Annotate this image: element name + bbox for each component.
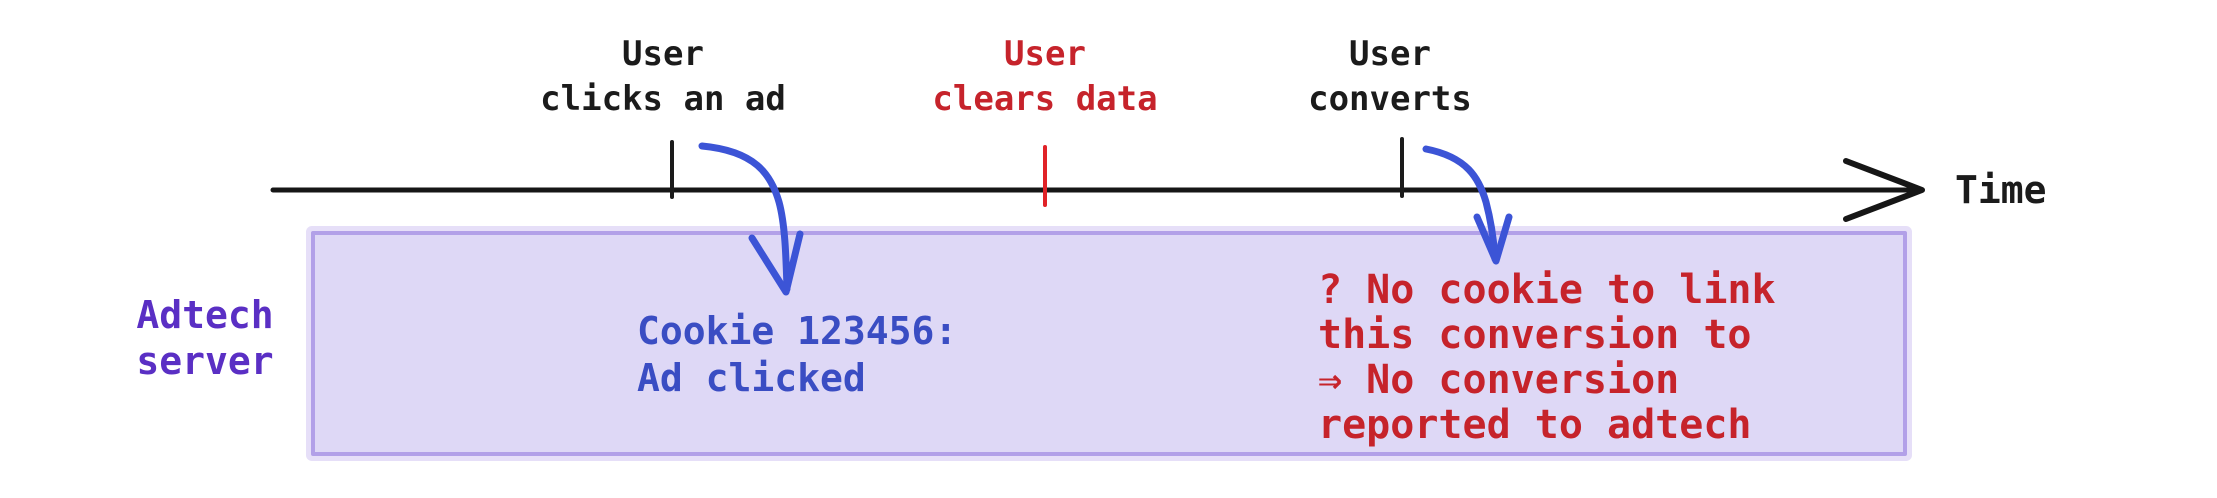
cookie-logged-note: Cookie 123456: Ad clicked <box>637 309 958 400</box>
event-label-user-converts: User converts <box>1308 34 1472 119</box>
time-axis-label: Time <box>1955 168 2047 212</box>
curved-arrow-click-to-cookie-icon <box>698 142 804 296</box>
event-label-user-clears-data: User clears data <box>932 34 1158 119</box>
adtech-server-box <box>311 231 1907 456</box>
adtech-server-label: Adtech server <box>136 293 274 383</box>
event-label-user-clicks-ad: User clicks an ad <box>540 34 786 119</box>
no-cookie-conversion-note: ? No cookie to link this conversion to ⇒… <box>1318 267 1776 448</box>
curved-arrow-convert-to-note-icon <box>1422 145 1513 265</box>
timeline-arrowhead-icon <box>1843 158 1925 222</box>
